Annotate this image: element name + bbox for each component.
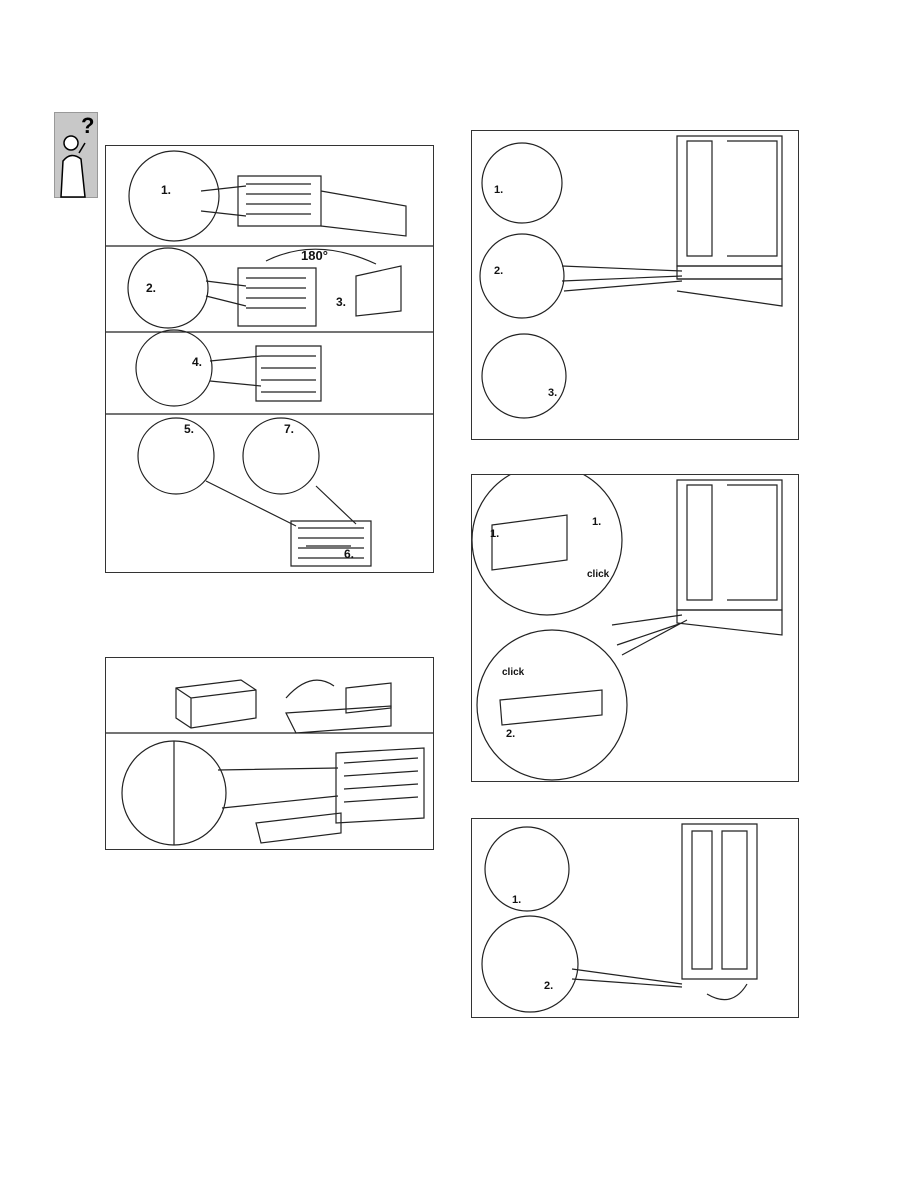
step-2-label: 2. [544, 980, 553, 992]
step-5-label: 5. [184, 422, 194, 436]
illustration-panel-d: 1. 1. 2. click click [471, 474, 799, 782]
step-1-left-label: 1. [490, 528, 499, 540]
panel-b-drawing [106, 679, 433, 846]
panel-d-drawing: 1. 1. 2. click click [472, 475, 783, 781]
step-2-label: 2. [146, 281, 156, 295]
panel-c-drawing: 1. 2. 3. [479, 135, 783, 419]
illustration-panel-e: 1. 2. [471, 818, 799, 1018]
step-1-label: 1. [512, 894, 521, 906]
step-1-right-label: 1. [592, 516, 601, 528]
step-4-label: 4. [192, 355, 202, 369]
click-label-bottom: click [502, 667, 525, 678]
illustration-panel-c: 1. 2. 3. [471, 130, 799, 440]
click-label-top: click [587, 569, 610, 580]
step-2-label: 2. [506, 728, 515, 740]
step-3-label: 3. [336, 295, 346, 309]
illustration-panel-b [105, 657, 434, 850]
step-1-label: 1. [161, 183, 171, 197]
help-person-icon: ? [54, 112, 98, 198]
step-7-label: 7. [284, 422, 294, 436]
step-3-label: 3. [548, 387, 557, 399]
rotation-angle-label: 180° [301, 248, 328, 263]
question-mark: ? [81, 113, 95, 138]
step-6-label: 6. [344, 547, 354, 561]
step-2-label: 2. [494, 265, 503, 277]
person-silhouette-icon [60, 135, 86, 198]
panel-e-drawing: 1. 2. [481, 823, 758, 1013]
step-1-label: 1. [494, 184, 503, 196]
illustration-panel-a: 1. 2. 3. 4. 5. 6. 7. 180° [105, 145, 434, 573]
panel-a-drawing: 1. 2. 3. 4. 5. 6. 7. 180° [106, 150, 433, 567]
